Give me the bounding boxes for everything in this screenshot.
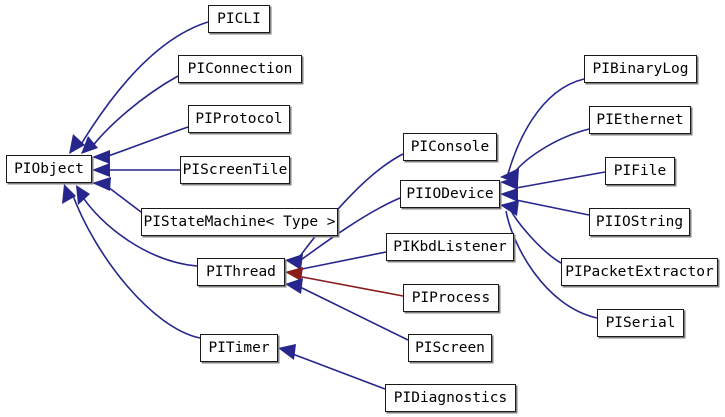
class-node-label: PIProcess bbox=[411, 289, 491, 306]
class-node-pipacketextractor[interactable]: PIPacketExtractor bbox=[561, 258, 718, 286]
arrowhead-icon bbox=[92, 177, 111, 191]
class-node-piconnection[interactable]: PIConnection bbox=[178, 55, 302, 83]
class-node-label: PIKbdListener bbox=[393, 238, 507, 255]
class-node-label: PICLI bbox=[217, 10, 261, 27]
class-node-piethernet[interactable]: PIEthernet bbox=[589, 106, 691, 134]
class-node-label: PIIODevice bbox=[406, 185, 494, 202]
class-node-label: PISerial bbox=[605, 314, 676, 331]
arrowhead-icon bbox=[285, 267, 303, 281]
class-node-label: PIEthernet bbox=[596, 111, 684, 128]
class-node-label: PIThread bbox=[206, 263, 276, 280]
class-node-label: PIIOString bbox=[595, 213, 684, 230]
class-node-piserial[interactable]: PISerial bbox=[597, 309, 684, 337]
edge-piiostring-piiodevice bbox=[515, 199, 590, 216]
edge-pikbdlistener-pithread bbox=[296, 251, 387, 271]
class-node-label: PIConsole bbox=[410, 138, 490, 155]
arrowhead-icon bbox=[92, 150, 110, 164]
class-node-label: PIFile bbox=[613, 162, 667, 179]
class-node-label: PITimer bbox=[208, 339, 270, 356]
class-node-pikbdlistener[interactable]: PIKbdListener bbox=[386, 233, 514, 261]
class-node-piiostring[interactable]: PIIOString bbox=[589, 208, 690, 236]
arrowhead-icon bbox=[69, 134, 85, 154]
class-node-pistatemachine[interactable]: PIStateMachine< Type > bbox=[141, 208, 338, 236]
arrowhead-icon bbox=[92, 163, 110, 177]
class-node-label: PIProtocol bbox=[195, 110, 283, 127]
class-node-label: PIConnection bbox=[187, 60, 293, 77]
class-node-label: PIObject bbox=[14, 160, 84, 177]
arrowhead-icon bbox=[500, 200, 519, 216]
arrowhead-icon bbox=[81, 136, 98, 154]
class-node-pithread[interactable]: PIThread bbox=[197, 258, 285, 286]
class-node-piprotocol[interactable]: PIProtocol bbox=[188, 105, 290, 133]
class-node-label: PIBinaryLog bbox=[592, 60, 689, 77]
edge-group-pitimer bbox=[289, 352, 386, 390]
class-node-piscreentile[interactable]: PIScreenTile bbox=[180, 156, 290, 184]
arrowhead-icon bbox=[285, 254, 303, 270]
edge-pibinarylog-piiodevice bbox=[507, 78, 585, 175]
class-node-pidiagnostics[interactable]: PIDiagnostics bbox=[385, 384, 516, 412]
class-node-piprocess[interactable]: PIProcess bbox=[403, 284, 499, 312]
edge-pidiagnostics-pitimer bbox=[289, 352, 386, 390]
arrowhead-icon bbox=[500, 188, 518, 202]
class-node-piscreen[interactable]: PIScreen bbox=[408, 334, 492, 362]
arrowhead-icon bbox=[285, 278, 303, 294]
class-node-picli[interactable]: PICLI bbox=[208, 5, 270, 33]
class-node-pitimer[interactable]: PITimer bbox=[200, 334, 278, 362]
class-node-piobject[interactable]: PIObject bbox=[6, 155, 92, 183]
edge-piscreen-pithread bbox=[297, 285, 409, 341]
arrowhead-icon bbox=[500, 168, 519, 184]
edge-piconnection-piobject bbox=[90, 75, 179, 149]
class-node-label: PIScreenTile bbox=[182, 161, 288, 178]
class-node-label: PIScreen bbox=[415, 339, 485, 356]
edge-piprotocol-piobject bbox=[107, 126, 189, 157]
class-node-label: PIPacketExtractor bbox=[565, 263, 714, 280]
arrowhead-icon bbox=[278, 344, 296, 360]
class-node-label: PIDiagnostics bbox=[393, 389, 508, 406]
edge-piprocess-pithread bbox=[296, 275, 404, 297]
edge-pifile-piiodevice bbox=[515, 171, 606, 189]
arrowhead-icon bbox=[500, 176, 518, 190]
edge-piethernet-piiodevice bbox=[511, 128, 590, 177]
class-node-piiodevice[interactable]: PIIODevice bbox=[400, 180, 500, 208]
arrowhead-icon bbox=[76, 185, 90, 205]
arrowhead-icon bbox=[62, 184, 76, 204]
class-node-label: PIStateMachine< Type > bbox=[143, 213, 336, 230]
class-node-pibinarylog[interactable]: PIBinaryLog bbox=[584, 55, 697, 83]
class-node-pifile[interactable]: PIFile bbox=[605, 157, 675, 185]
edge-pipacketextractor-piiodevice bbox=[509, 208, 562, 264]
edge-pistatemachine-piobject bbox=[107, 186, 142, 213]
class-node-piconsole[interactable]: PIConsole bbox=[403, 133, 497, 161]
